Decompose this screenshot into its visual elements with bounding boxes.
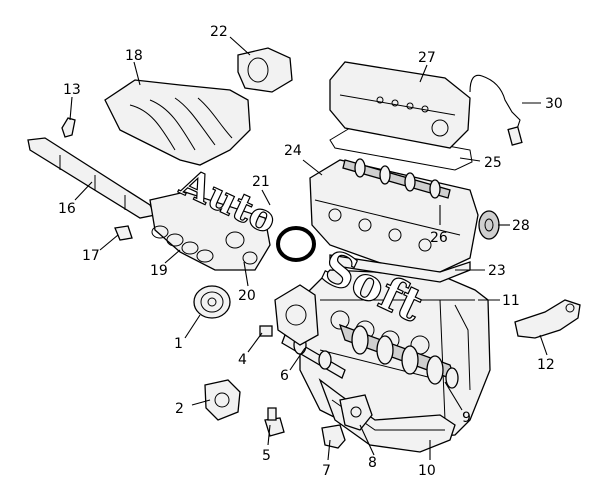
callout-labels: 1 2 4 5 6 7 8 9 10 11 12 13 16 17 18 19 … [58, 24, 563, 479]
callout-10: 10 [418, 463, 436, 479]
callout-7: 7 [322, 463, 331, 479]
callout-5: 5 [262, 448, 271, 464]
callout-8: 8 [368, 455, 377, 471]
camshaft-sprocket [478, 210, 500, 240]
temperature-sensor [114, 225, 133, 241]
watermark-ring [276, 226, 316, 262]
callout-19: 19 [150, 263, 168, 279]
callout-23: 23 [488, 263, 506, 279]
callout-1: 1 [174, 336, 183, 352]
lambda-sensor [469, 74, 523, 146]
front-cover [259, 284, 319, 346]
callout-28: 28 [512, 218, 530, 234]
callout-30: 30 [545, 96, 563, 112]
exhaust-gasket [151, 225, 214, 263]
callout-27: 27 [418, 50, 436, 66]
callout-9: 9 [462, 410, 471, 426]
intake-manifold [104, 79, 251, 166]
callout-25: 25 [484, 155, 502, 171]
valve-cover [329, 61, 471, 149]
callout-22: 22 [210, 24, 228, 40]
leader-lines [69, 36, 548, 461]
injector [61, 117, 76, 138]
oil-pump [339, 394, 373, 431]
oil-filter-bracket [204, 379, 241, 421]
fuel-rail [27, 137, 156, 219]
callout-20: 20 [238, 288, 256, 304]
callout-6: 6 [280, 368, 289, 384]
callout-26: 26 [430, 230, 448, 246]
callout-17: 17 [82, 248, 100, 264]
callout-13: 13 [63, 82, 81, 98]
throttle-body [237, 47, 293, 93]
callout-21: 21 [252, 174, 270, 190]
crankshaft [338, 323, 459, 389]
callout-2: 2 [175, 401, 184, 417]
callout-24: 24 [284, 143, 302, 159]
oil-pressure-switch [321, 424, 346, 449]
callout-11: 11 [502, 293, 520, 309]
pulley [193, 285, 231, 319]
engine-mount-bracket [514, 299, 581, 339]
camshaft [342, 158, 451, 199]
sensor [264, 407, 285, 437]
callout-18: 18 [125, 48, 143, 64]
callout-16: 16 [58, 201, 76, 217]
callout-12: 12 [537, 357, 555, 373]
callout-4: 4 [238, 352, 247, 368]
